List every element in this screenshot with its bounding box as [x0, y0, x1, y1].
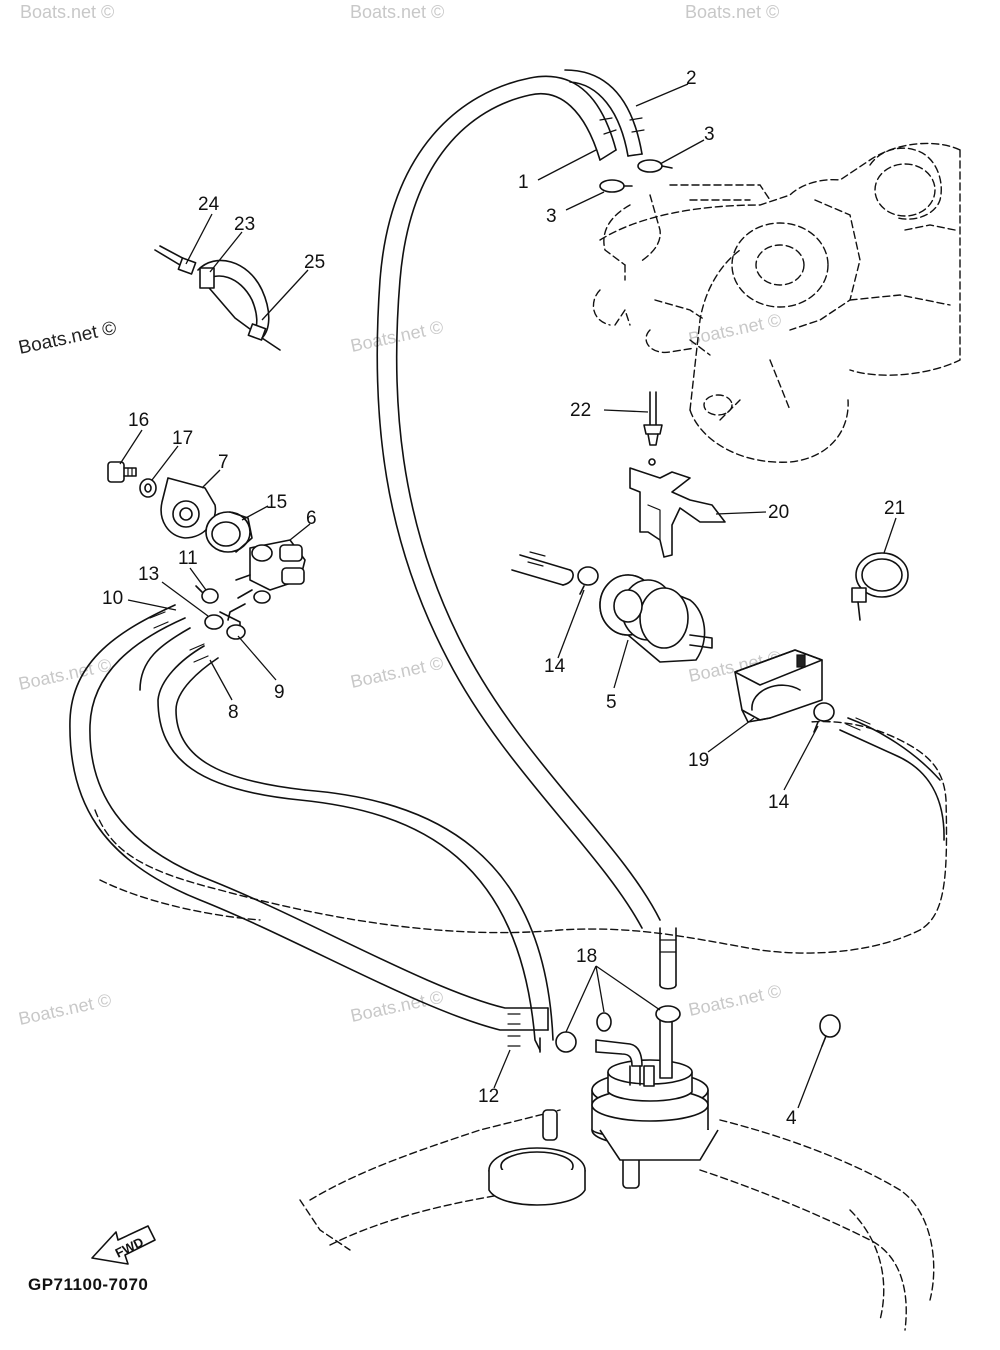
watermark: Boats.net © [17, 318, 119, 359]
callout-label: 16 [128, 410, 149, 431]
callout-label: 21 [884, 498, 905, 519]
callout-label: 5 [606, 692, 617, 713]
callout-label: 11 [178, 548, 198, 569]
callout-label: 12 [478, 1086, 499, 1107]
hose-8-10 [69, 604, 554, 1053]
callout-label: 3 [546, 206, 557, 227]
watermark: Boats.net © [685, 2, 779, 22]
drawing-code: GP71100-7070 [28, 1275, 148, 1294]
return-hose [839, 717, 945, 841]
callout-label: 3 [704, 124, 715, 145]
callout-label: 9 [274, 682, 285, 703]
callout-label: 14 [768, 792, 790, 813]
clamp-14-right [813, 702, 835, 733]
callout-labels: 1 2 3 3 24 23 25 16 17 7 15 6 11 13 10 9… [102, 68, 905, 1129]
grommet-15 [205, 511, 253, 553]
callout-label: 6 [306, 508, 317, 529]
clamp-4 [819, 1014, 841, 1047]
callout-label: 19 [688, 750, 709, 771]
grommet-ring [488, 1147, 586, 1206]
watermark: Boats.net © [20, 2, 114, 22]
clamps-18 [555, 1005, 681, 1053]
callout-label: 2 [686, 68, 697, 89]
fwd-arrow: FWD [91, 1225, 156, 1265]
callout-label: 4 [786, 1108, 797, 1129]
cable-tie-assembly [154, 245, 281, 351]
callout-label: 10 [102, 588, 123, 609]
watermark: Boats.net © [17, 990, 113, 1029]
engine-carburetor-outline [592, 142, 961, 463]
callout-label: 20 [768, 502, 789, 523]
bolt-16 [107, 461, 137, 483]
callout-label: 23 [234, 214, 255, 235]
clamp-9 [226, 624, 246, 640]
callout-label: 1 [518, 172, 529, 193]
callout-label: 17 [172, 428, 193, 449]
callout-label: 14 [544, 656, 566, 677]
clamp-21 [851, 552, 909, 621]
bracket-7 [160, 477, 217, 539]
callout-label: 7 [218, 452, 229, 473]
washer-17 [139, 478, 157, 498]
clamp-13 [204, 614, 224, 630]
callout-label: 13 [138, 564, 159, 585]
watermark: Boats.net © [349, 653, 445, 692]
clamp-14-left [577, 566, 599, 595]
callout-label: 18 [576, 946, 597, 967]
callout-label: 8 [228, 702, 239, 723]
clamp-11 [195, 585, 219, 604]
fuel-cock-6 [219, 539, 306, 633]
callout-label: 15 [266, 492, 287, 513]
callout-label: 22 [570, 400, 591, 421]
clamp-3-upper [599, 159, 673, 193]
rivet-22 [643, 391, 663, 446]
fuel-pump-assembly [542, 927, 719, 1189]
fuel-filter-5 [599, 574, 713, 663]
callout-label: 24 [198, 194, 220, 215]
hose-1-2 [376, 69, 661, 929]
holder-19 [734, 649, 823, 723]
watermark: Boats.net © [350, 2, 444, 22]
bracket-20 [629, 458, 726, 558]
watermark: Boats.net © [687, 981, 783, 1020]
leader-lines [119, 83, 897, 1109]
callout-label: 25 [304, 252, 325, 273]
fuel-tank-outline [94, 720, 948, 1331]
